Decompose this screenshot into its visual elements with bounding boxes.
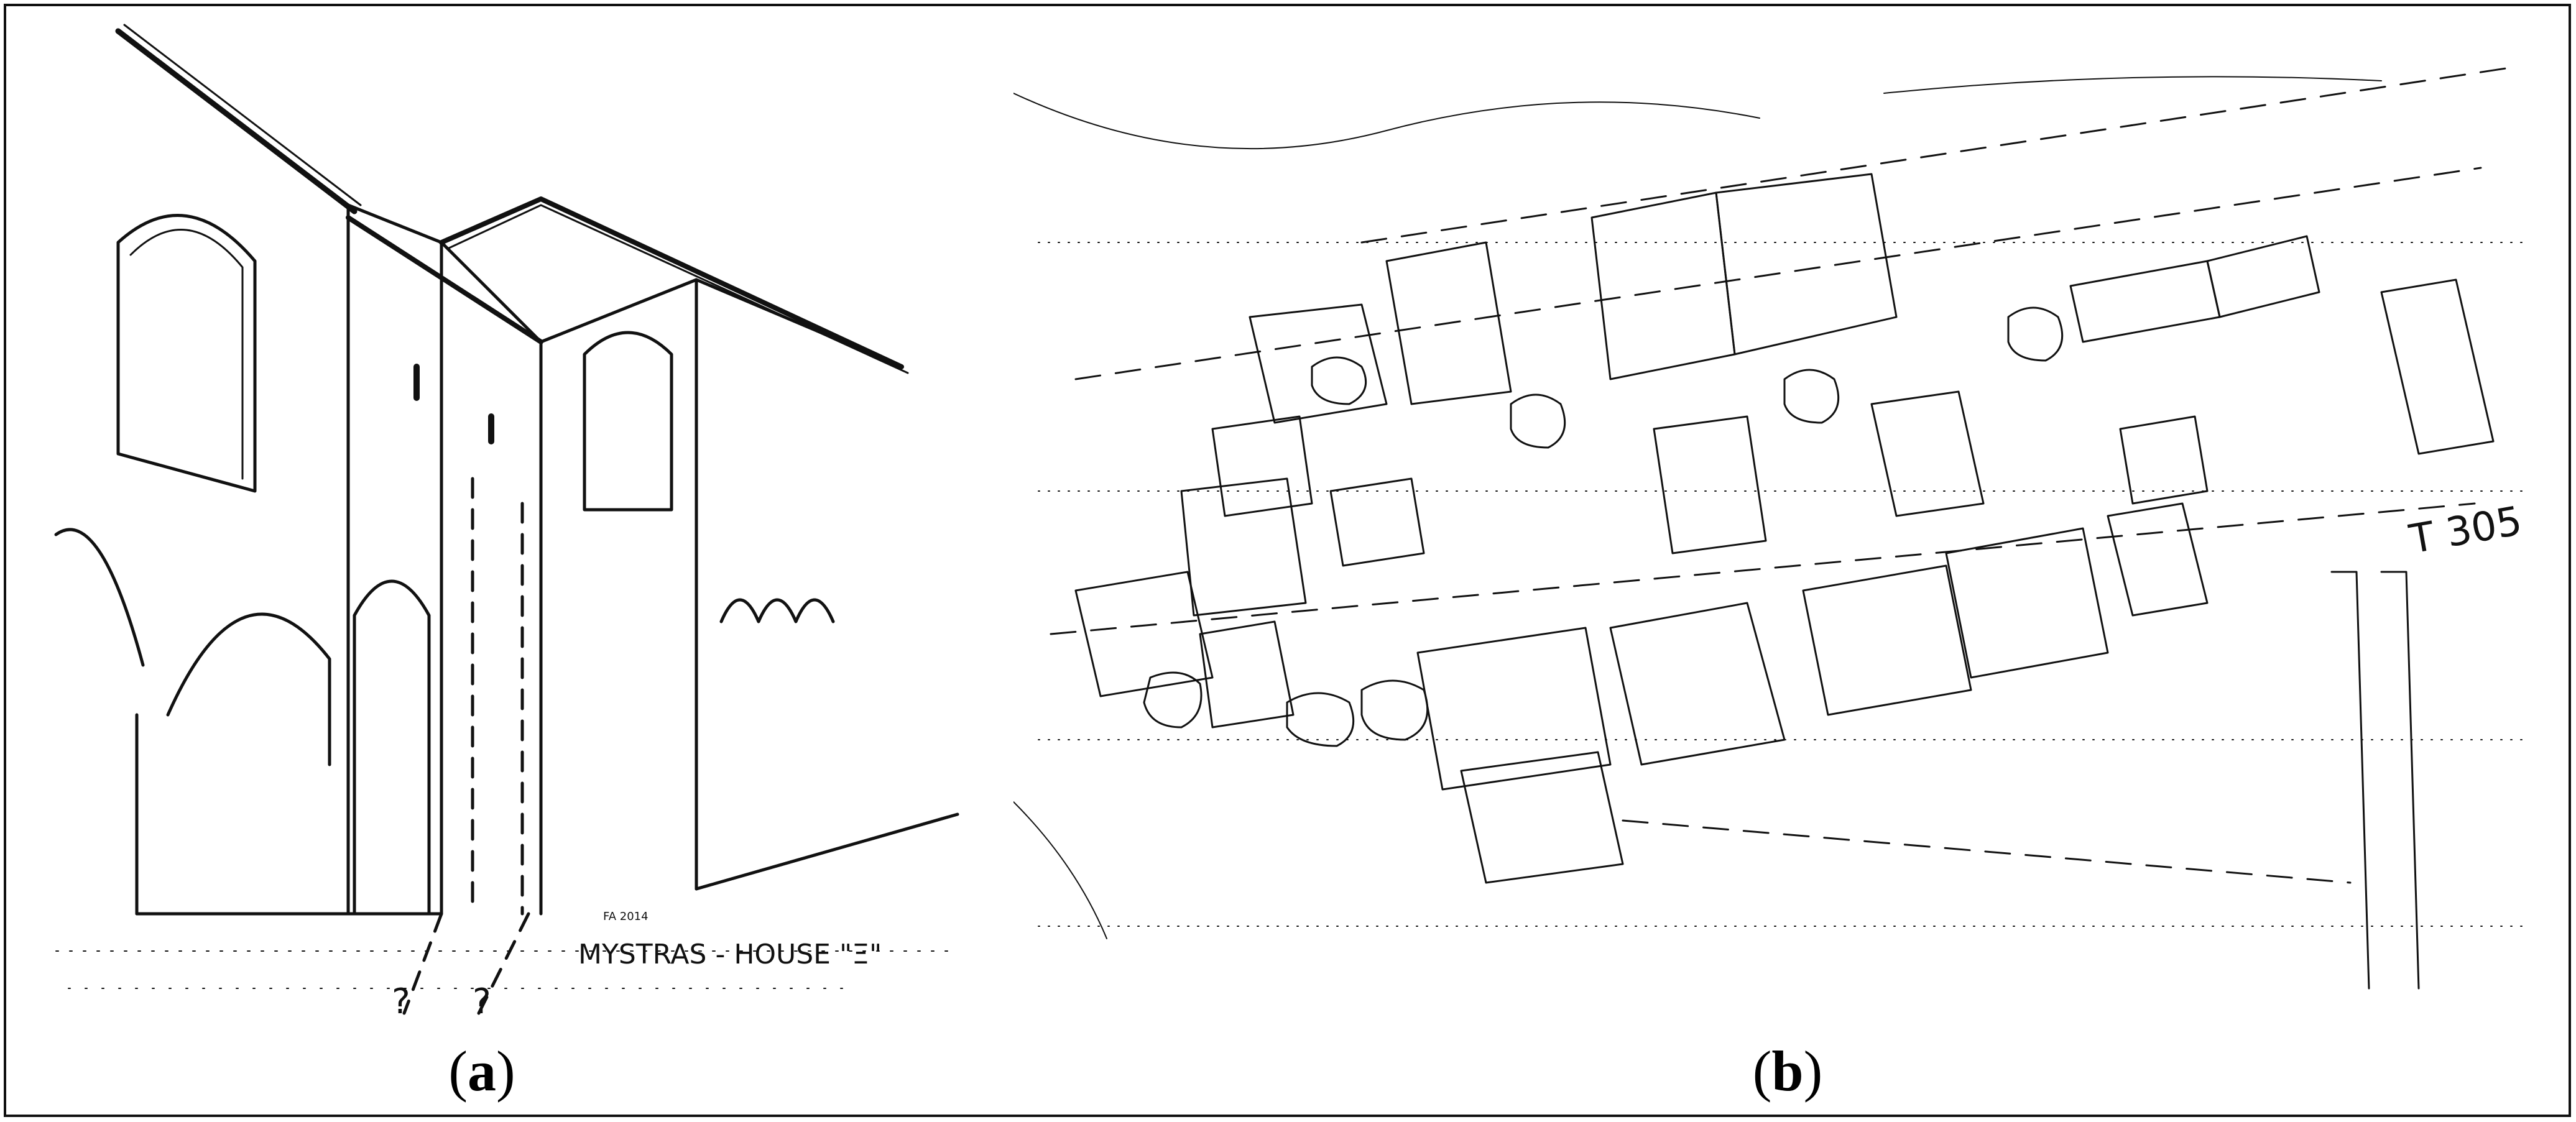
stone-plan-panel: T 305: [1013, 56, 2555, 1013]
sketch-label: MYSTRAS - HOUSE "Ξ": [578, 939, 882, 970]
caption-a-open: (: [448, 1039, 468, 1103]
artist-signature: FA 2014: [603, 910, 649, 923]
house-sketch-panel: MYSTRAS - HOUSE "Ξ" ? ? FA 2014: [44, 19, 970, 1026]
question-mark-right: ?: [473, 982, 491, 1022]
caption-a: (a): [448, 1038, 515, 1104]
house-sketch-drawing: MYSTRAS - HOUSE "Ξ" ? ? FA 2014: [54, 24, 959, 1022]
question-mark-left: ?: [392, 982, 410, 1022]
stipple-texture: [1038, 242, 2531, 927]
caption-b-open: (: [1752, 1039, 1772, 1103]
caption-b-letter: b: [1771, 1039, 1804, 1103]
figure-frame: MYSTRAS - HOUSE "Ξ" ? ? FA 2014: [4, 4, 2571, 1117]
caption-b-close: ): [1803, 1039, 1823, 1103]
caption-a-letter: a: [468, 1039, 496, 1103]
caption-a-close: ): [496, 1039, 515, 1103]
stone-plan-drawing: T 305: [1013, 67, 2531, 990]
caption-b: (b): [1753, 1038, 1822, 1104]
